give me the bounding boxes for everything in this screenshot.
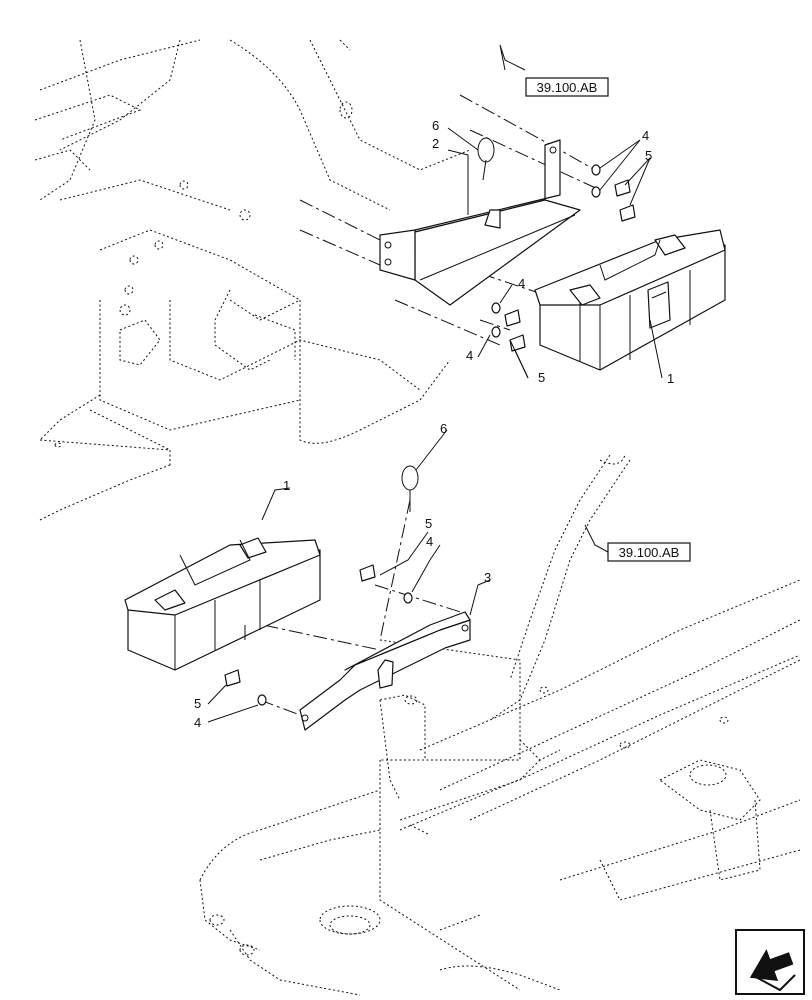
callout-4-f: 4 (194, 715, 201, 730)
reference-label: 39.100.AB (537, 80, 598, 95)
tool-box-upper (534, 229, 726, 371)
reference-label: 39.100.AB (619, 545, 680, 560)
callout-5-a: 5 (645, 148, 652, 163)
callout-6-top: 6 (432, 118, 439, 133)
hardware (224, 137, 636, 706)
washer (591, 164, 601, 176)
bracket-2 (379, 139, 581, 306)
lynch-pin-top (477, 137, 495, 163)
callout-5-b: 5 (538, 370, 545, 385)
next-arrow-icon[interactable] (735, 929, 805, 995)
callout-4-a: 4 (642, 128, 649, 143)
leader-lines (207, 44, 663, 723)
callout-4-b: 4 (518, 276, 525, 291)
callout-1-lower: 1 (283, 478, 290, 493)
reference-39-100-ab-mid[interactable]: 39.100.AB (607, 542, 691, 562)
callout-5-d: 5 (194, 696, 201, 711)
callout-2: 2 (432, 136, 439, 151)
vehicle-frame-phantom (34, 39, 801, 996)
callout-4-e: 4 (426, 534, 433, 549)
callout-3: 3 (484, 570, 491, 585)
callout-1-top: 1 (667, 371, 674, 386)
callout-6-lower: 6 (440, 421, 447, 436)
bracket-3 (299, 611, 471, 731)
callout-labels: 1 2 6 4 5 4 4 5 6 1 5 4 3 5 4 4 (194, 118, 674, 730)
lynch-pin-lower (401, 465, 419, 491)
reference-39-100-ab-top[interactable]: 39.100.AB (525, 77, 609, 97)
callout-4-c: 4 (466, 348, 473, 363)
tool-box-lower (124, 537, 321, 671)
callout-5-c: 5 (425, 516, 432, 531)
